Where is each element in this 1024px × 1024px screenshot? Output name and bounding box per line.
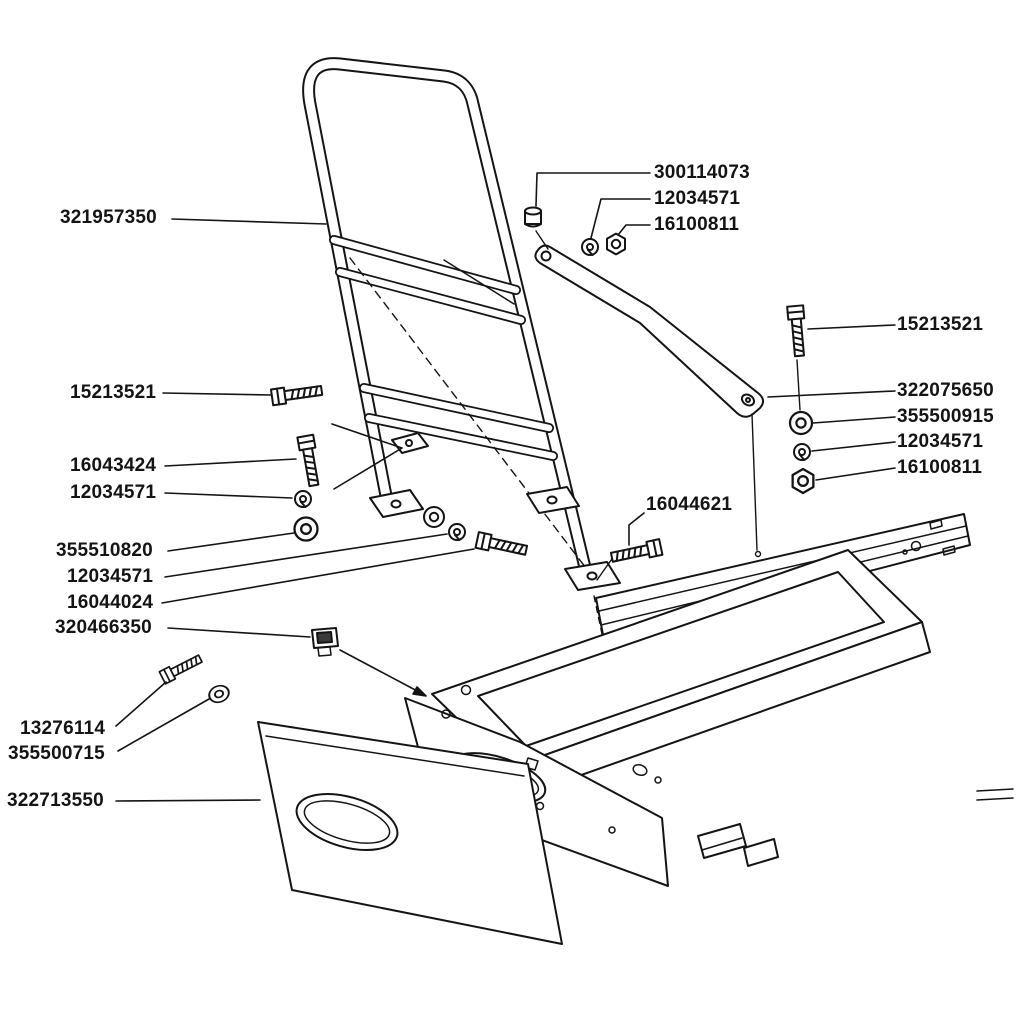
hex-bolt-15213521-right xyxy=(786,304,809,358)
handle-cross-rungs xyxy=(329,235,558,461)
part-label-15213521-left: 15213521 xyxy=(70,382,157,403)
part-label-320466350: 320466350 xyxy=(55,617,152,638)
flat-washer-12034571-mid xyxy=(423,506,445,528)
part-label-15213521-right: 15213521 xyxy=(897,314,984,335)
part-label-12034571-top: 12034571 xyxy=(654,188,741,209)
part-label-13276114: 13276114 xyxy=(20,718,106,739)
hex-bolt-15213521-left xyxy=(269,381,324,407)
part-label-16100811-right: 16100811 xyxy=(897,457,983,478)
handle-frame xyxy=(302,57,621,591)
part-label-12034571-right: 12034571 xyxy=(897,431,984,452)
part-label-322075650: 322075650 xyxy=(897,380,994,401)
part-label-16044024: 16044024 xyxy=(67,592,154,613)
arrowhead xyxy=(412,686,427,697)
flat-washer-355500715 xyxy=(205,682,233,706)
screw-13276114 xyxy=(158,651,205,685)
part-label-355500915: 355500915 xyxy=(897,406,994,427)
part-label-300114073: 300114073 xyxy=(654,162,750,183)
hex-bolt-16044024 xyxy=(474,531,529,560)
lock-washer-12034571-mid xyxy=(448,523,466,541)
fasteners xyxy=(158,206,815,706)
flat-washer-355510820 xyxy=(293,516,319,542)
flat-washer-355500915 xyxy=(788,410,814,436)
chassis-feet xyxy=(697,823,779,867)
cap-nut-300114073 xyxy=(524,206,542,228)
part-label-355500715: 355500715 xyxy=(8,743,105,764)
support-strut xyxy=(534,244,764,418)
retaining-clip-320466350 xyxy=(311,627,339,657)
lock-washer-12034571-right xyxy=(793,443,811,461)
part-label-16043424: 16043424 xyxy=(70,455,157,476)
hex-bolt-16043424 xyxy=(296,433,323,488)
part-label-12034571-left: 12034571 xyxy=(70,482,157,503)
part-label-322713550: 322713550 xyxy=(7,790,104,811)
part-label-16100811-top: 16100811 xyxy=(654,214,740,235)
part-label-355510820: 355510820 xyxy=(56,540,153,561)
assembly-alignment-lines xyxy=(535,230,801,635)
alignment-dashed-line xyxy=(349,257,593,577)
lock-washer-12034571-top xyxy=(581,238,599,256)
foot-plates xyxy=(369,486,621,591)
hex-nut-16100811-top xyxy=(606,232,626,256)
lock-washer-12034571-left xyxy=(294,490,312,508)
leader-lines xyxy=(115,172,896,802)
hex-bolt-16044621 xyxy=(609,538,664,567)
part-label-16044621: 16044621 xyxy=(646,494,733,515)
part-label-12034571-mid: 12034571 xyxy=(67,566,154,587)
hex-nut-16100811-right xyxy=(791,467,815,495)
part-label-321957350: 321957350 xyxy=(60,207,157,228)
side-panel xyxy=(257,721,563,945)
